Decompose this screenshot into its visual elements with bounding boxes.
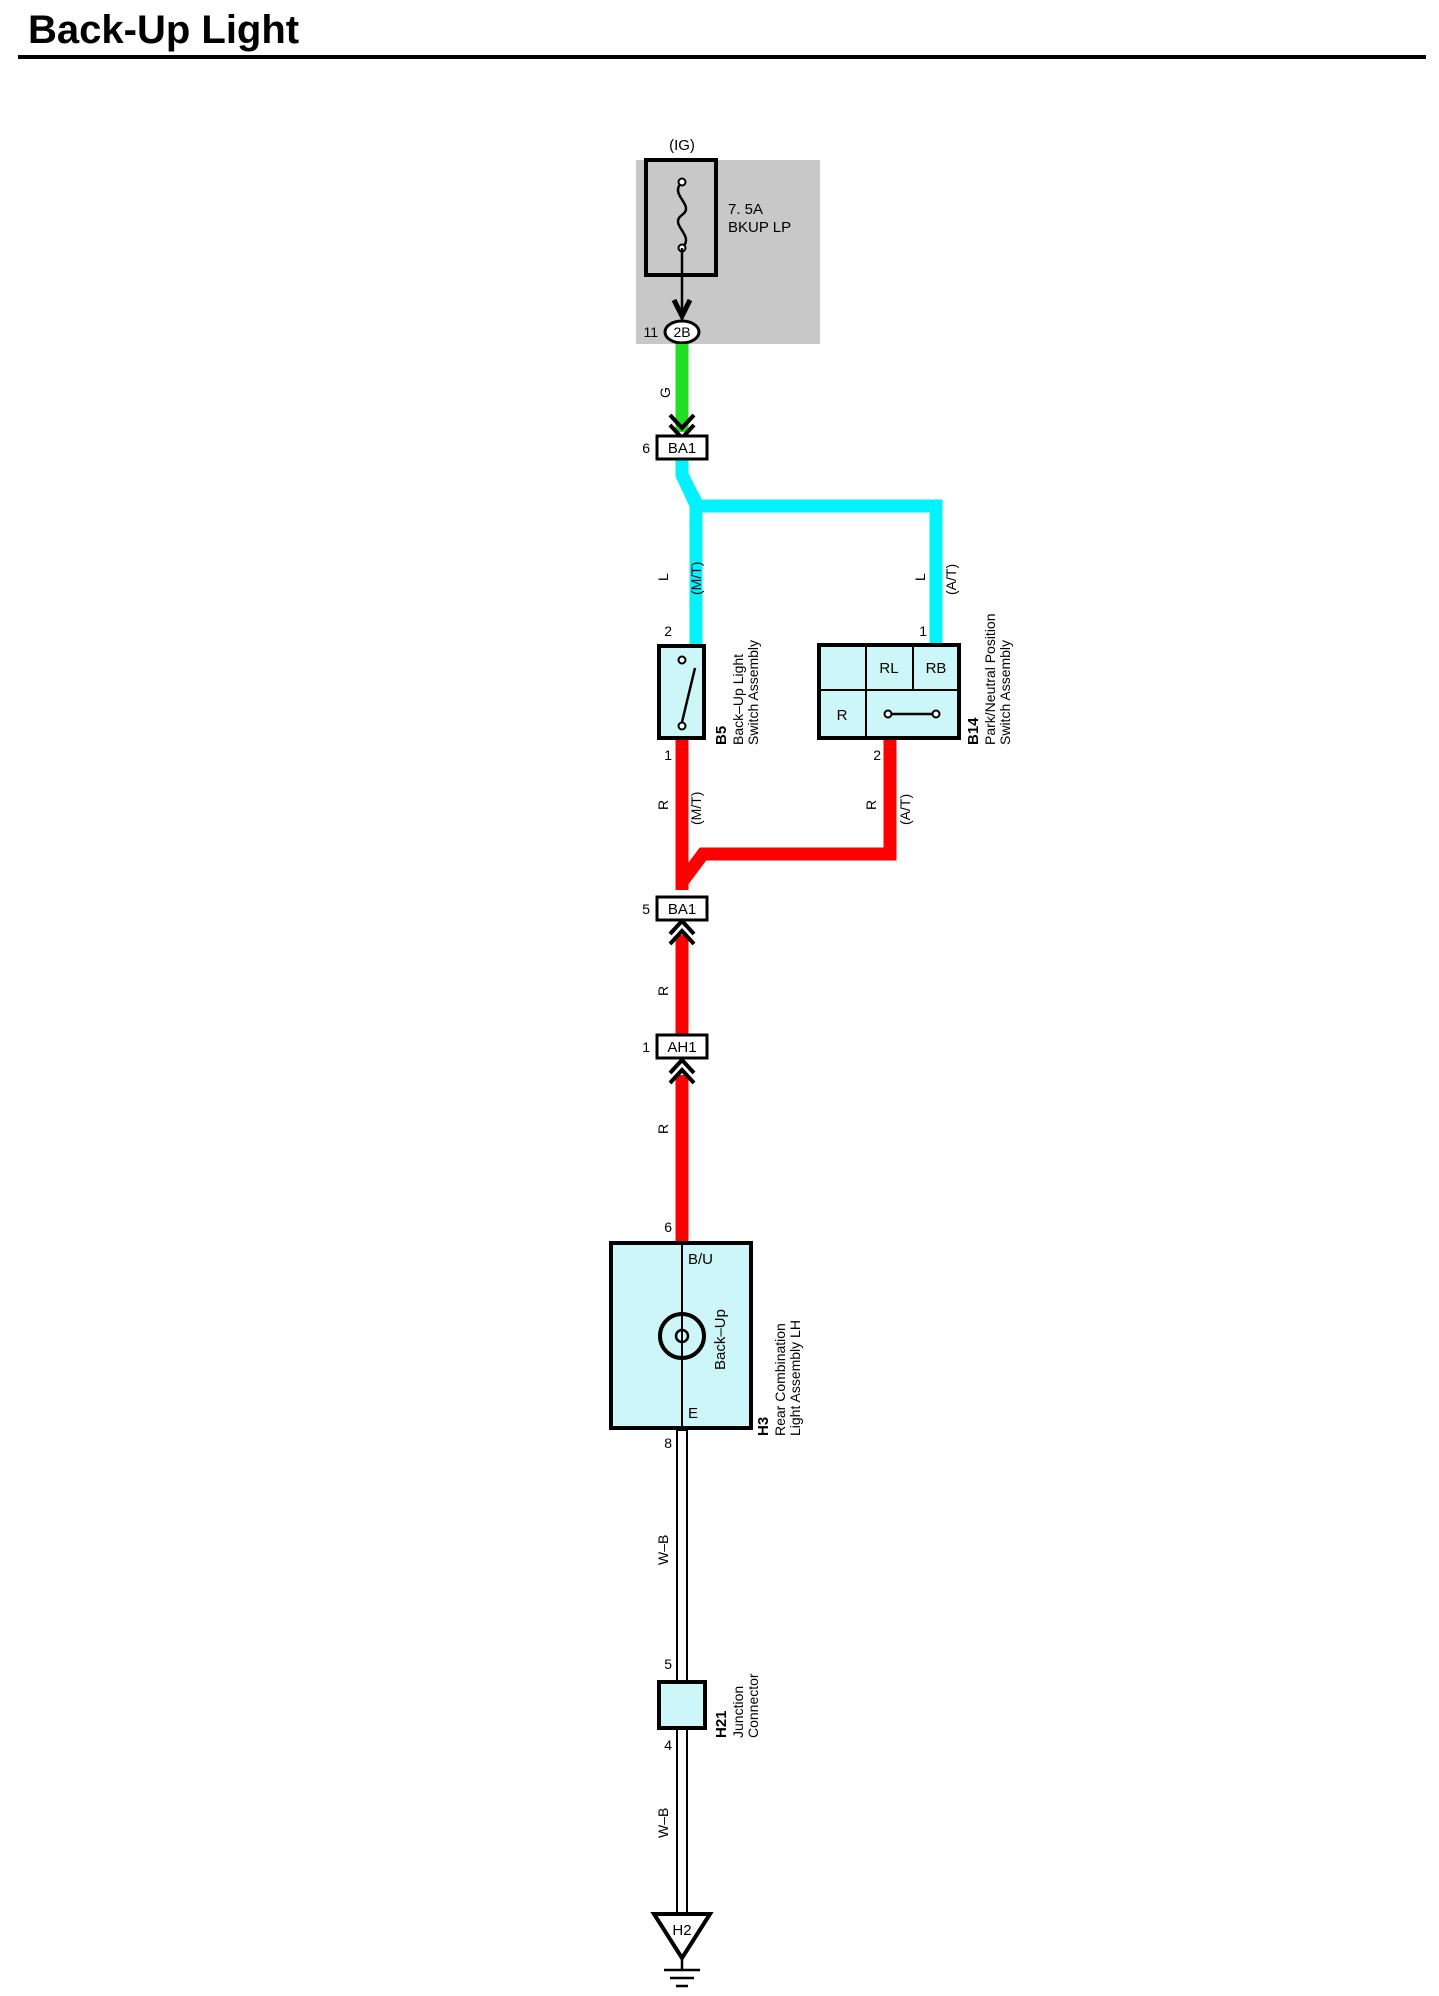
- wire-label-r-mt: R: [655, 800, 671, 810]
- b14-cell-rb: RB: [926, 660, 947, 677]
- b14-pin-bottom: 2: [873, 747, 881, 763]
- connector-ba1-top-pin: 6: [642, 440, 650, 456]
- h21-pin-bottom: 4: [664, 1737, 672, 1753]
- b14-cell-r: R: [837, 707, 848, 724]
- chevron-up-icon: [668, 918, 696, 946]
- b14-contact-left: [883, 709, 893, 719]
- wire-wb-2: [676, 1727, 688, 1919]
- wire-label-wb-2: W–B: [655, 1808, 671, 1838]
- h21-name-line2: Connector: [745, 1673, 761, 1738]
- connector-ba1-bottom-label: BA1: [668, 901, 696, 918]
- fuse-arrow-icon: [671, 298, 693, 322]
- b5-switch-blade: [680, 667, 697, 723]
- wire-label-at-bottom: (A/T): [897, 794, 913, 825]
- wire-label-r-1: R: [655, 986, 671, 996]
- connector-ah1-label: AH1: [667, 1039, 696, 1056]
- h21-id: H21: [713, 1710, 730, 1738]
- h3-terminal-top: B/U: [688, 1251, 713, 1268]
- connector-ba1-top: [655, 434, 709, 461]
- fuse-source-label: (IG): [669, 137, 695, 154]
- connector-2b-oval: [663, 319, 701, 345]
- b5-pin-bottom: 1: [664, 747, 672, 763]
- connector-ba1-top-label: BA1: [668, 440, 696, 457]
- h3-name-line2: Light Assembly LH: [787, 1320, 803, 1436]
- wire-label-l-at: L: [912, 573, 928, 581]
- b5-contact-bottom: [677, 721, 687, 731]
- wire-label-l-mt: L: [655, 573, 671, 581]
- title-rule: [18, 55, 1426, 59]
- wire-blue-l-at: [676, 472, 943, 648]
- bulb-icon: [658, 1312, 706, 1360]
- b5-name-line2: Switch Assembly: [745, 640, 761, 745]
- b14-cell-rl: RL: [879, 660, 898, 677]
- bulb-filament-icon: [674, 1328, 690, 1344]
- b14-contact-right: [931, 709, 941, 719]
- chevron-up-icon: [668, 1057, 696, 1085]
- b14-pin-top: 1: [919, 623, 927, 639]
- h21-name-line1: Junction: [730, 1686, 746, 1738]
- b14-name-line2: Switch Assembly: [997, 640, 1013, 745]
- fuse-name: BKUP LP: [728, 219, 791, 236]
- wire-label-mt-top: (M/T): [688, 562, 704, 595]
- h3-terminal-bottom: E: [688, 1405, 698, 1422]
- connector-ah1-pin: 1: [642, 1039, 650, 1055]
- wire-label-mt-bottom: (M/T): [688, 792, 704, 825]
- h3-id: H3: [755, 1417, 772, 1436]
- wire-wb-1: [676, 1429, 688, 1683]
- connector-ba1-bottom-pin: 5: [642, 901, 650, 917]
- wire-label-wb-1: W–B: [655, 1535, 671, 1565]
- b14-id: B14: [965, 717, 982, 745]
- connector-2b-pin: 11: [643, 324, 658, 340]
- h21-junction-box: [657, 1680, 707, 1730]
- b5-pin-top: 2: [664, 623, 672, 639]
- junction-block-background: [636, 160, 820, 344]
- fuse-rating: 7. 5A: [728, 201, 763, 218]
- h3-pin-bottom: 8: [664, 1435, 672, 1451]
- ground-label: H2: [672, 1922, 691, 1939]
- h3-name-line1: Rear Combination: [772, 1323, 788, 1436]
- wire-red-r-at: [676, 738, 897, 886]
- fuse-icon: [676, 181, 688, 249]
- wire-label-r-at: R: [863, 800, 879, 810]
- ground-triangle: [650, 1912, 714, 1962]
- b14-name-line1: Park/Neutral Position: [982, 613, 998, 745]
- connector-2b-label: 2B: [673, 324, 690, 340]
- fuse-terminal-top: [677, 177, 687, 187]
- b5-id: B5: [713, 726, 730, 745]
- wire-label-r-2: R: [655, 1124, 671, 1134]
- b5-name-line1: Back–Up Light: [730, 654, 746, 745]
- h3-lamp-label: Back–Up: [712, 1309, 729, 1370]
- b14-switch-box: [817, 643, 961, 740]
- h3-pin-top: 6: [664, 1219, 672, 1235]
- b5-contact-top: [677, 655, 687, 665]
- wire-label-g: G: [657, 387, 673, 398]
- page-title: Back-Up Light: [28, 8, 300, 52]
- h21-pin-top: 5: [664, 1656, 672, 1672]
- wire-label-at-top: (A/T): [943, 564, 959, 595]
